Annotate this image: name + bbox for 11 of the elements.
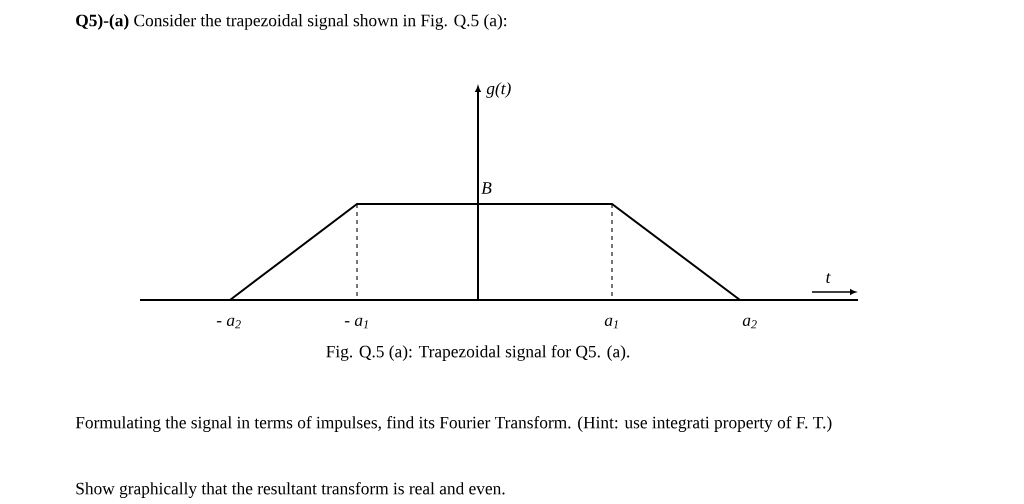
tick-label: - a$_{2}$ xyxy=(216,317,241,329)
tick-label: - a$_{1}$ xyxy=(344,317,368,329)
tick-label: a$_{2}$ xyxy=(742,317,757,329)
axis-label: g(t) xyxy=(486,82,511,98)
level-label: B xyxy=(481,182,492,194)
question-text: Show graphically that the resultant transform is real and even. xyxy=(76,482,505,498)
question-text: Formulating the signal in terms of impulses, find its Fourier Transform. (Hint: use integrati property of F. T.) xyxy=(75,416,832,432)
axis-label: t xyxy=(826,273,831,283)
figure-caption: Fig. Q.5 (a): Trapezoidal signal for Q5. (a). xyxy=(326,345,630,361)
question-heading: Q5)-(a) Consider the trapezoidal signal shown in Fig. Q.5 (a): xyxy=(76,14,507,30)
tick-label: a$_{1}$ xyxy=(604,317,618,329)
